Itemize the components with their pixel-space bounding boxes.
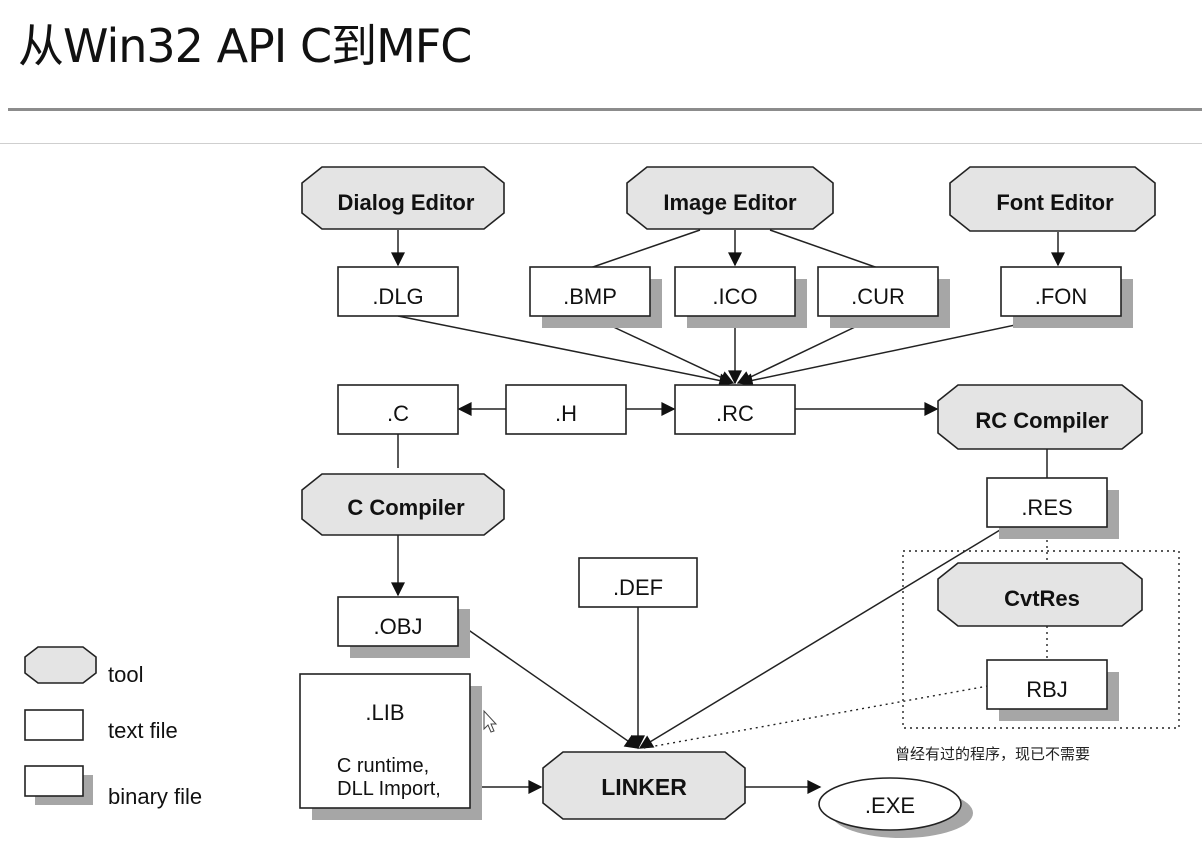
tool-rc-compiler-label: RC Compiler — [975, 408, 1109, 433]
file-res-label: .RES — [1021, 495, 1072, 520]
tool-dialog-editor-label: Dialog Editor — [338, 190, 475, 215]
file-obj-label: .OBJ — [374, 614, 423, 639]
tool-image-editor: Image Editor — [626, 166, 834, 230]
legend-text-file-label: text file — [108, 718, 178, 743]
legend-binary-file-label: binary file — [108, 784, 202, 809]
file-obj: .OBJ — [337, 596, 470, 658]
file-rc-label: .RC — [716, 401, 754, 426]
file-h: .H — [505, 384, 627, 435]
file-def-label: .DEF — [613, 575, 663, 600]
connectors — [391, 229, 1065, 794]
title-divider — [8, 108, 1202, 111]
tool-font-editor-label: Font Editor — [996, 190, 1114, 215]
file-bmp-label: .BMP — [563, 284, 617, 309]
tool-c-compiler-label: C Compiler — [347, 495, 465, 520]
legend-text-file: text file — [24, 709, 178, 743]
file-exe: .EXE — [818, 777, 973, 838]
file-ico: .ICO — [674, 266, 807, 328]
file-bmp: .BMP — [529, 266, 662, 328]
legend: tool text file binary file — [24, 646, 202, 809]
file-res: .RES — [986, 477, 1119, 539]
obsolete-note: 曾经有过的程序，现已不需要 — [895, 745, 1090, 763]
tool-c-compiler: C Compiler — [301, 473, 505, 536]
legend-binary-file: binary file — [24, 765, 202, 809]
cursor-icon — [483, 709, 498, 733]
file-h-label: .H — [555, 401, 577, 426]
file-dlg: .DLG — [337, 266, 459, 317]
tool-linker-label: LINKER — [601, 774, 687, 800]
tool-linker: LINKER — [542, 751, 746, 820]
file-fon-label: .FON — [1035, 284, 1088, 309]
file-fon: .FON — [1000, 266, 1133, 328]
file-ico-label: .ICO — [712, 284, 757, 309]
tool-dialog-editor: Dialog Editor — [301, 166, 505, 230]
file-lib: .LIB C runtime, DLL Import, — [299, 673, 482, 820]
page-title: 从Win32 API C到MFC — [18, 19, 472, 73]
file-def: .DEF — [578, 557, 698, 608]
file-cur: .CUR — [817, 266, 950, 328]
file-c: .C — [337, 384, 459, 435]
header-divider — [0, 143, 1202, 144]
file-lib-label: .LIB — [365, 700, 404, 725]
file-dlg-label: .DLG — [372, 284, 423, 309]
file-cur-label: .CUR — [851, 284, 905, 309]
file-rbj-label: RBJ — [1026, 677, 1068, 702]
legend-tool: tool — [24, 646, 143, 687]
obsolete-region — [902, 550, 1180, 729]
tool-font-editor: Font Editor — [949, 166, 1156, 232]
legend-tool-label: tool — [108, 662, 143, 687]
file-lib-line1: C runtime, — [337, 755, 429, 777]
tool-cvtres: CvtRes — [937, 562, 1143, 627]
tool-image-editor-label: Image Editor — [663, 190, 797, 215]
file-exe-label: .EXE — [865, 793, 915, 818]
file-c-label: .C — [387, 401, 409, 426]
file-rc: .RC — [674, 384, 796, 435]
file-rbj: RBJ — [986, 659, 1119, 721]
file-lib-line2: DLL Import, — [337, 778, 441, 800]
tool-rc-compiler: RC Compiler — [937, 384, 1143, 450]
tool-cvtres-label: CvtRes — [1004, 586, 1080, 611]
